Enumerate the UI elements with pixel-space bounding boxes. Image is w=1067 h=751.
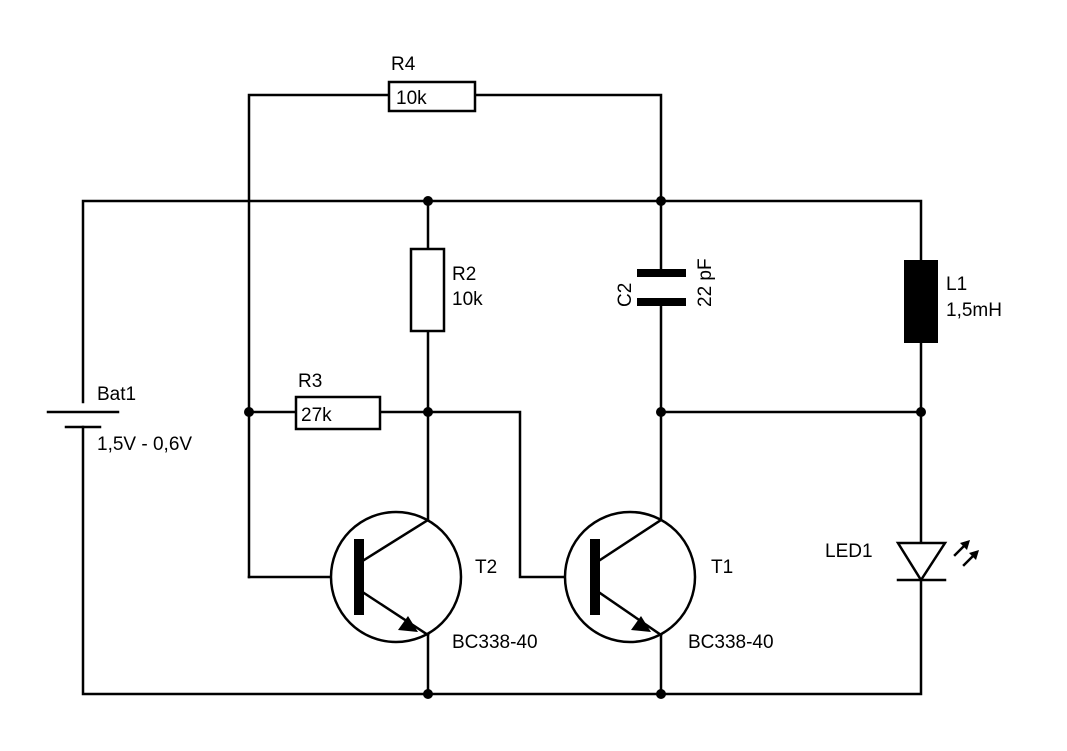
transistor-t2-value-label: BC338-40 <box>452 632 538 653</box>
resistor-r2-ref-label: R2 <box>452 264 476 285</box>
junction-dot <box>423 407 433 417</box>
capacitor-c2-value-label: 22 pF <box>695 258 716 307</box>
resistor-r2-body <box>409 247 446 333</box>
junction-dot <box>656 407 666 417</box>
resistor-r3: R3 27k <box>294 371 382 431</box>
resistor-r4-body <box>387 80 477 113</box>
transistor-t1-collector-line <box>598 518 663 562</box>
wire-r3-right <box>378 410 598 579</box>
junction-dot <box>916 407 926 417</box>
battery-ref-label: Bat1 <box>97 384 136 405</box>
transistor-t2-ref-label: T2 <box>475 557 497 578</box>
capacitor-c2-plate-top <box>637 269 686 277</box>
resistor-r3-value-label: 27k <box>301 405 332 426</box>
transistor-t1-base-bar <box>590 539 600 615</box>
led-light-arrowhead-2 <box>969 550 979 560</box>
led-light-arrowhead-1 <box>960 540 970 550</box>
battery-bat1: Bat1 1,5V - 0,6V <box>46 384 192 455</box>
junction-dot <box>656 689 666 699</box>
junction-dot <box>656 196 666 206</box>
transistor-t1: T1 BC338-40 <box>563 510 774 653</box>
inductor-l1-value-label: 1,5mH <box>946 300 1002 321</box>
junction-dot <box>244 407 254 417</box>
wire-r4-left <box>247 93 391 579</box>
resistor-r2: R2 10k <box>409 247 483 333</box>
capacitor-c2-plate-bottom <box>637 298 686 306</box>
junction-dot <box>423 689 433 699</box>
junction-dot <box>423 196 433 206</box>
transistor-t2-emitter-line <box>362 591 430 637</box>
resistor-r4-value-label: 10k <box>396 88 427 109</box>
capacitor-c2: C2 22 pF <box>615 258 716 307</box>
resistor-r4-ref-label: R4 <box>391 54 416 75</box>
transistor-t2: T2 BC338-40 <box>329 510 538 653</box>
transistor-t2-base-bar <box>354 539 364 615</box>
wire-bottom-rail <box>81 425 923 696</box>
resistor-r2-value-label: 10k <box>452 289 483 310</box>
battery-value-label: 1,5V - 0,6V <box>97 434 192 455</box>
led-ref-label: LED1 <box>825 541 873 562</box>
transistor-t1-ref-label: T1 <box>711 557 733 578</box>
resistor-r4: R4 10k <box>387 54 477 113</box>
wires <box>81 93 923 696</box>
transistor-t1-value-label: BC338-40 <box>688 632 774 653</box>
wire-r4-right <box>473 93 663 273</box>
transistor-t1-circle <box>563 510 697 644</box>
transistor-t1-emitter-arrow <box>631 616 651 632</box>
inductor-l1-ref-label: L1 <box>946 274 967 295</box>
resistor-r3-ref-label: R3 <box>298 371 322 392</box>
led-led1: LED1 <box>825 540 979 583</box>
transistor-t2-circle <box>329 510 463 644</box>
capacitor-c2-ref-label: C2 <box>615 283 636 307</box>
led-triangle <box>895 541 948 583</box>
transistor-t2-emitter-arrow <box>398 616 418 632</box>
junctions <box>244 196 926 699</box>
transistor-t1-emitter-line <box>598 591 663 637</box>
wire-top-rail <box>81 199 923 404</box>
inductor-l1: L1 1,5mH <box>904 260 1002 343</box>
transistor-t2-collector-line <box>362 518 430 562</box>
inductor-l1-body <box>904 260 938 343</box>
resistor-r3-body <box>294 395 382 431</box>
